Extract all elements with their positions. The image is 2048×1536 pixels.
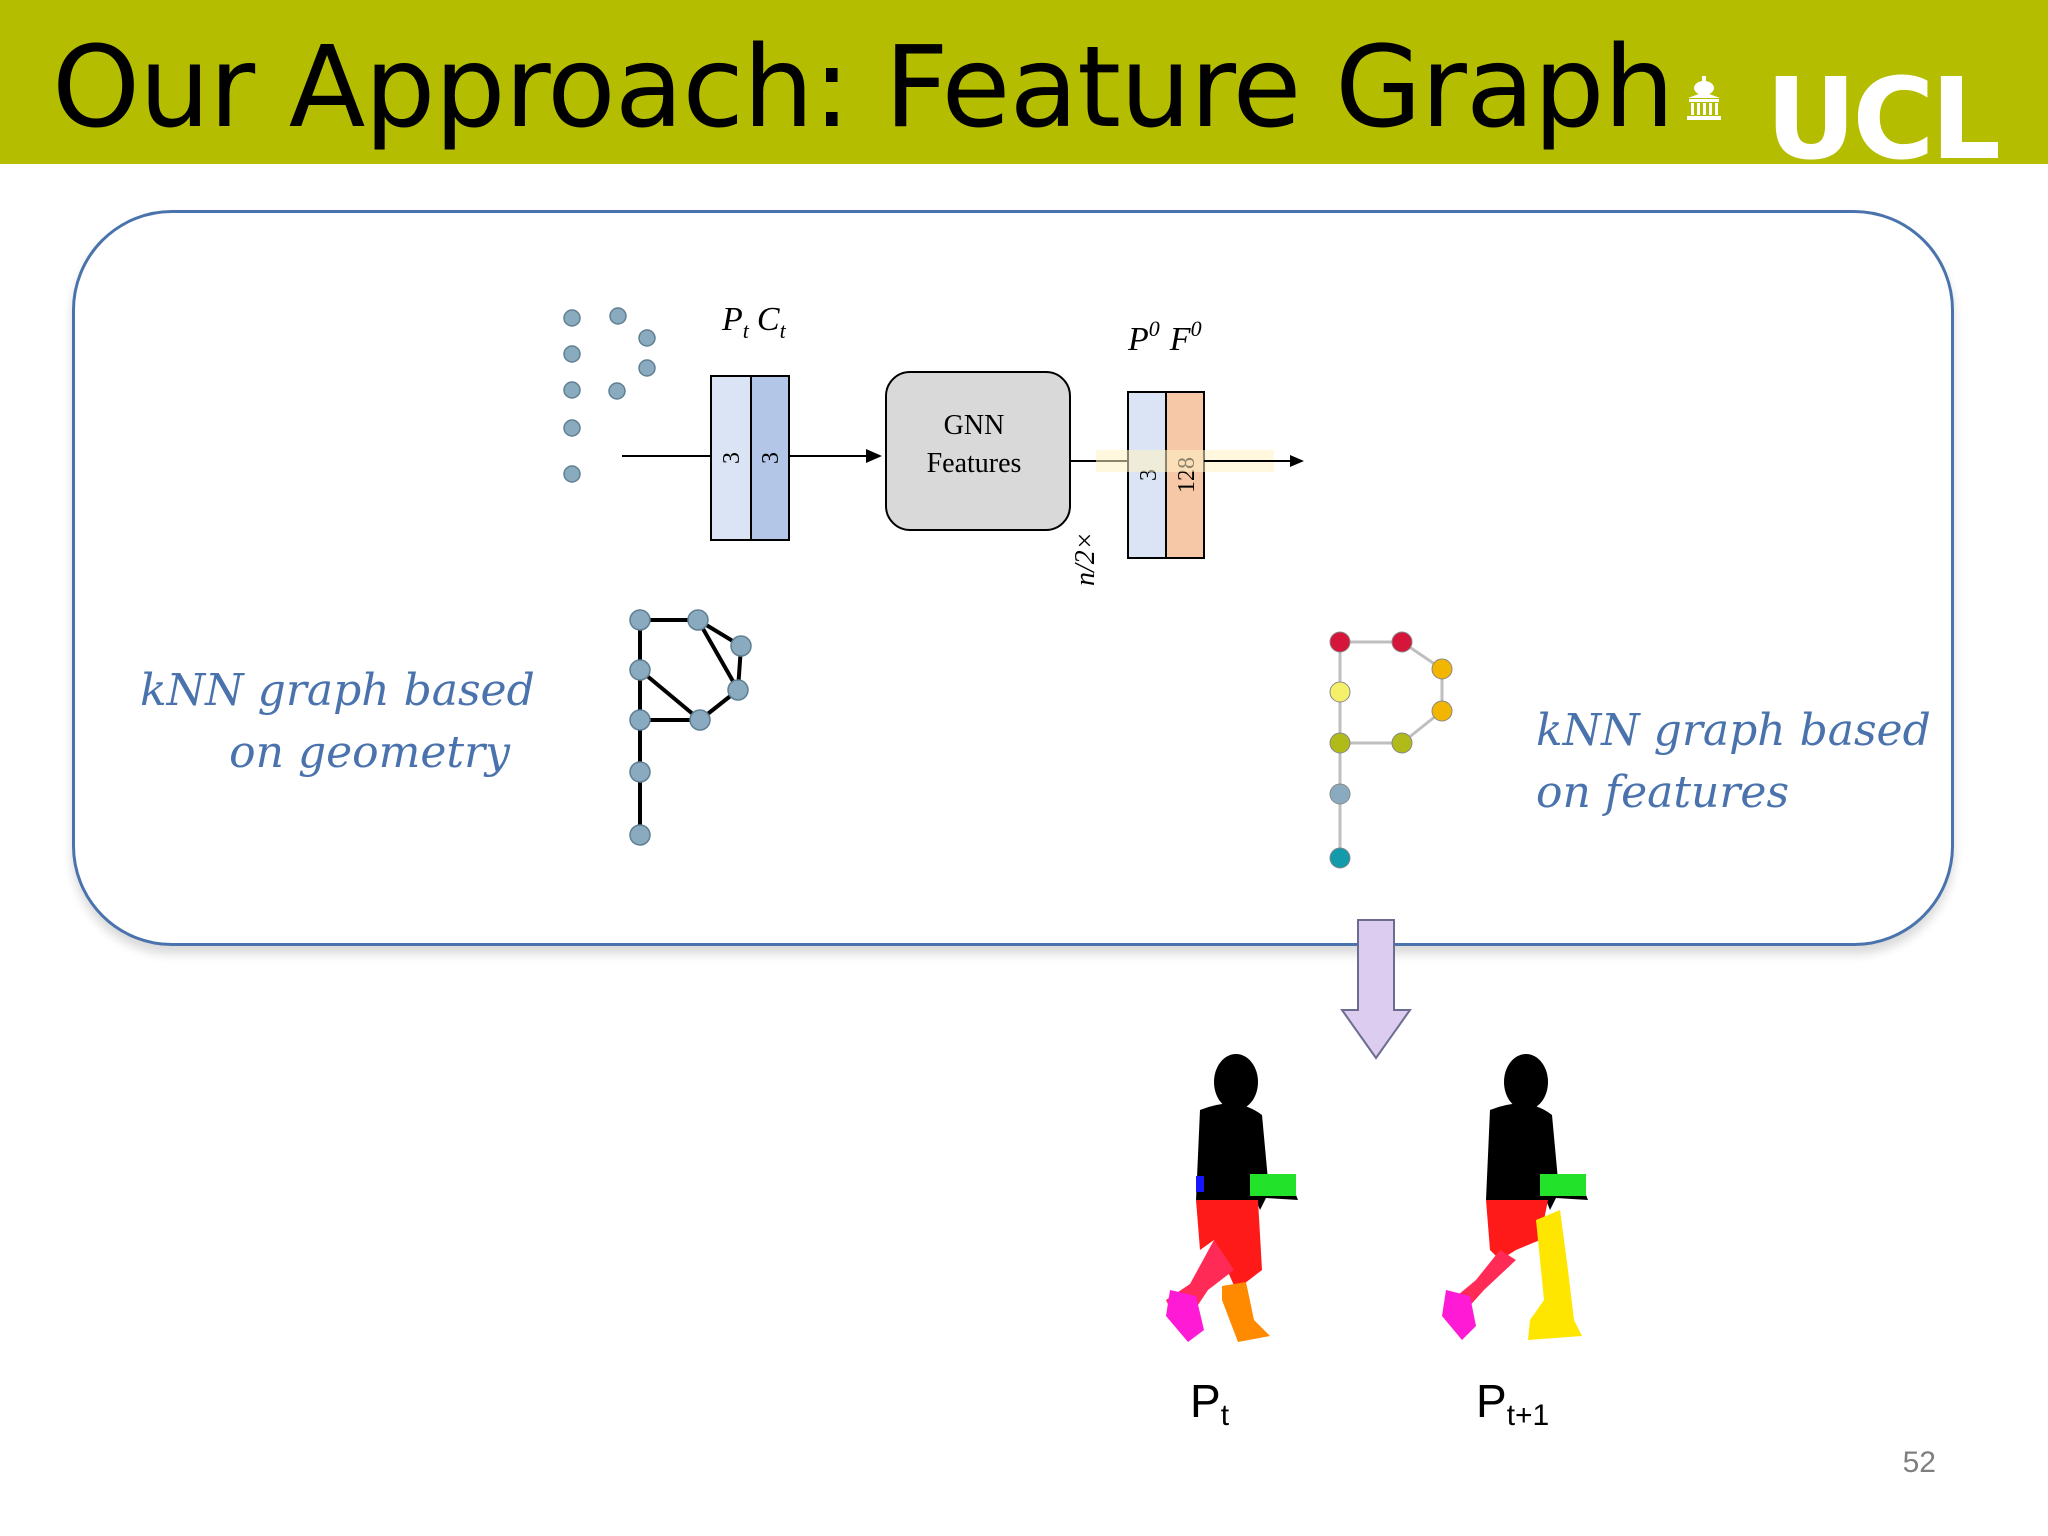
page-number: 52 <box>1902 1446 1936 1479</box>
feature-annotation-line2: on features <box>1536 767 1790 818</box>
feature-annotation: kNN graph based on features <box>1536 700 1956 824</box>
input-dim-1: 3 <box>719 452 745 464</box>
geometry-annotation: kNN graph based on geometry <box>140 660 535 784</box>
gnn-label-line2: Features <box>927 448 1022 479</box>
input-point-cloud <box>563 307 656 483</box>
ucl-logo: UCL <box>1765 72 1998 164</box>
person-point-cloud-frame-t <box>1166 1054 1298 1342</box>
input-dim-2: 3 <box>758 452 784 464</box>
input-col-p <box>710 375 752 541</box>
down-arrow <box>1340 919 1412 1060</box>
diagram-panel <box>72 210 1954 946</box>
geometry-annotation-line1: kNN graph based <box>140 665 535 716</box>
geometry-annotation-line2: on geometry <box>229 727 510 778</box>
frame-t-label: Pt <box>1190 1375 1230 1432</box>
feature-knn-graph <box>1338 640 1444 858</box>
gnn-label-line1: GNN <box>944 410 1005 441</box>
feature-graph-nodes <box>1329 631 1453 869</box>
output-col-p <box>1127 391 1167 559</box>
feature-annotation-line1: kNN graph based <box>1536 705 1931 756</box>
slide-title: Our Approach: Feature Graph <box>52 23 1675 153</box>
repeat-label: n/2× <box>1070 531 1101 586</box>
gnn-features-box <box>885 371 1071 531</box>
ucl-portico-icon <box>1687 76 1721 120</box>
geometry-graph-nodes <box>629 609 752 846</box>
output-col-f <box>1165 391 1205 559</box>
frame-t1-label: Pt+1 <box>1476 1375 1550 1432</box>
geometry-knn-graph <box>638 618 743 835</box>
person-point-cloud-frame-t1 <box>1442 1054 1588 1340</box>
input-col-c <box>750 375 790 541</box>
